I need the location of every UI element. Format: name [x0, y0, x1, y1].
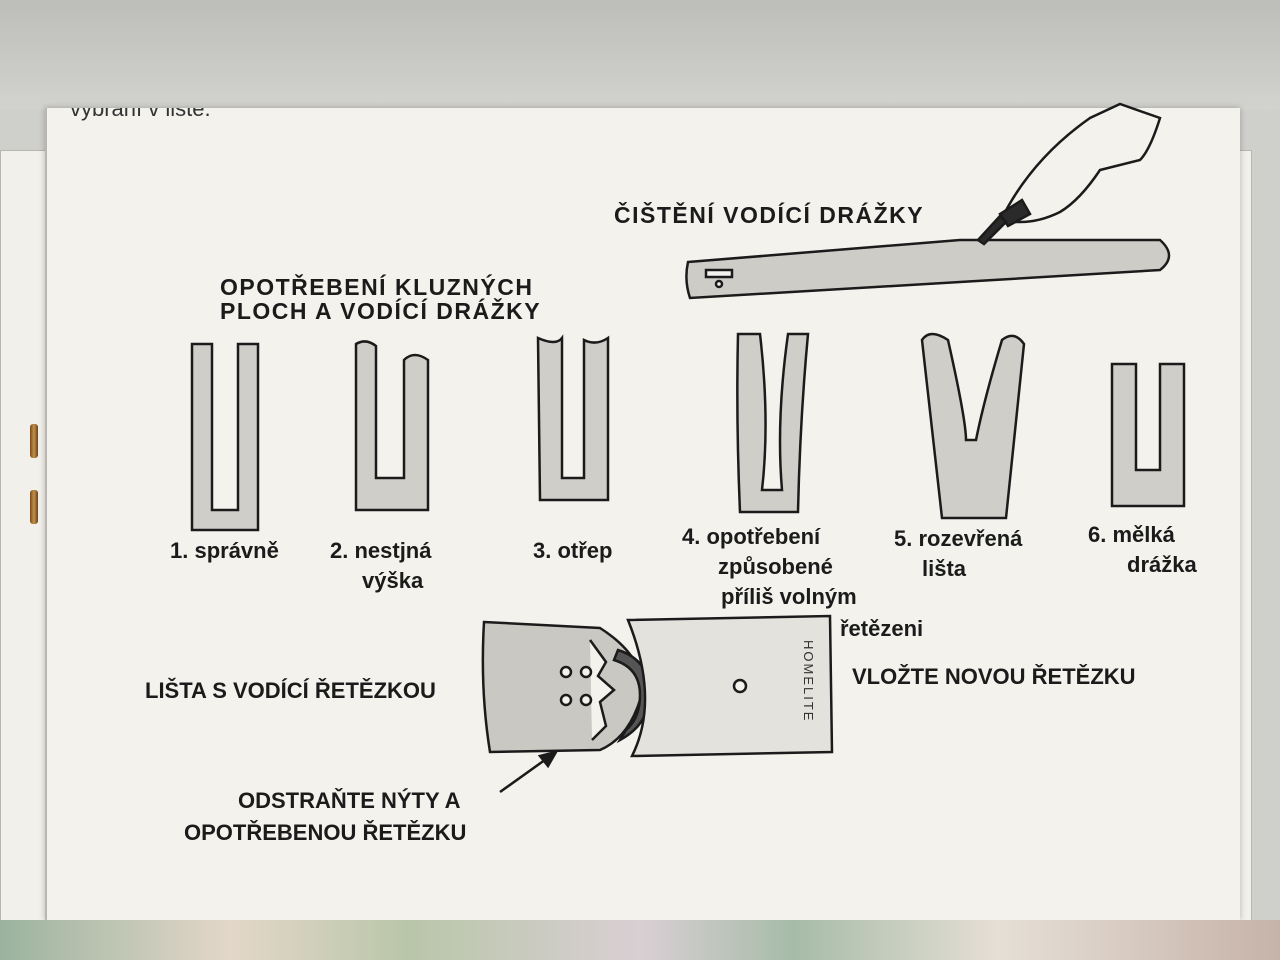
staple-top	[30, 424, 38, 458]
insert-chain-label: VLOŽTE NOVOU ŘETĚZKU	[852, 664, 1136, 689]
bar-with-chain-label: LIŠTA S VODÍCÍ ŘETĚZKOU	[145, 678, 436, 703]
profile-4-icon	[736, 332, 810, 514]
guide-bar-top-view	[685, 238, 1171, 300]
hand-icon	[998, 102, 1162, 224]
profile-1-caption-line1: 1. správně	[170, 538, 279, 563]
profile-6-caption-line1: 6. mělká	[1088, 522, 1175, 547]
profile-4-caption-line3: příliš volným	[721, 584, 857, 609]
groove-profiles	[190, 332, 1186, 532]
profile-5-caption-line1: 5. rozevřená	[894, 526, 1023, 551]
remove-rivets-label-line2: OPOTŘEBENOU ŘETĚZKU	[184, 820, 467, 845]
profile-4-caption-line2: způsobené	[718, 554, 833, 579]
arrow-head	[537, 750, 559, 769]
wear-title-line2: PLOCH A VODÍCÍ DRÁŽKY	[220, 298, 542, 324]
profile-4-caption-line1: 4. opotřebení	[682, 524, 821, 549]
cleaning-illustration	[685, 102, 1171, 300]
staple-bottom	[30, 490, 38, 524]
bar-with-chain	[481, 620, 643, 754]
profile-1-icon	[190, 342, 260, 532]
background-top	[0, 0, 1280, 110]
profile-6-icon	[1110, 362, 1186, 508]
profile-4-caption-line4: řetězeni	[840, 616, 924, 641]
cleaning-title: ČIŠTĚNÍ VODÍCÍ DRÁŽKY	[614, 202, 925, 228]
bar-slot	[704, 268, 734, 279]
profile-6-caption-line2: drážka	[1127, 552, 1197, 577]
profile-2-caption-line2: výška	[362, 568, 424, 593]
booklet-spine	[45, 108, 47, 920]
cleaning-tool-icon	[976, 198, 1032, 246]
remove-rivets-label-line1: ODSTRAŇTE NÝTY A	[238, 788, 461, 813]
profile-3-icon	[536, 334, 610, 502]
brand-text: HOMELITE	[801, 640, 816, 722]
profile-2-caption-line1: 2. nestjná	[330, 538, 432, 563]
profile-5-caption-line2: lišta	[922, 556, 967, 581]
cut-off-text: vybrání v liště.	[70, 108, 370, 138]
top-fragment-text: vybrání v liště.	[70, 108, 211, 121]
profile-2-icon	[354, 340, 430, 512]
new-chain-bar	[626, 614, 834, 758]
wear-title-line1: OPOTŘEBENÍ KLUZNÝCH	[220, 274, 534, 300]
chain-illustration	[481, 614, 834, 794]
profile-3-caption-line1: 3. otřep	[533, 538, 613, 563]
background-bottom	[0, 920, 1280, 960]
broken-edge	[588, 639, 616, 741]
profile-5-icon	[920, 332, 1026, 520]
